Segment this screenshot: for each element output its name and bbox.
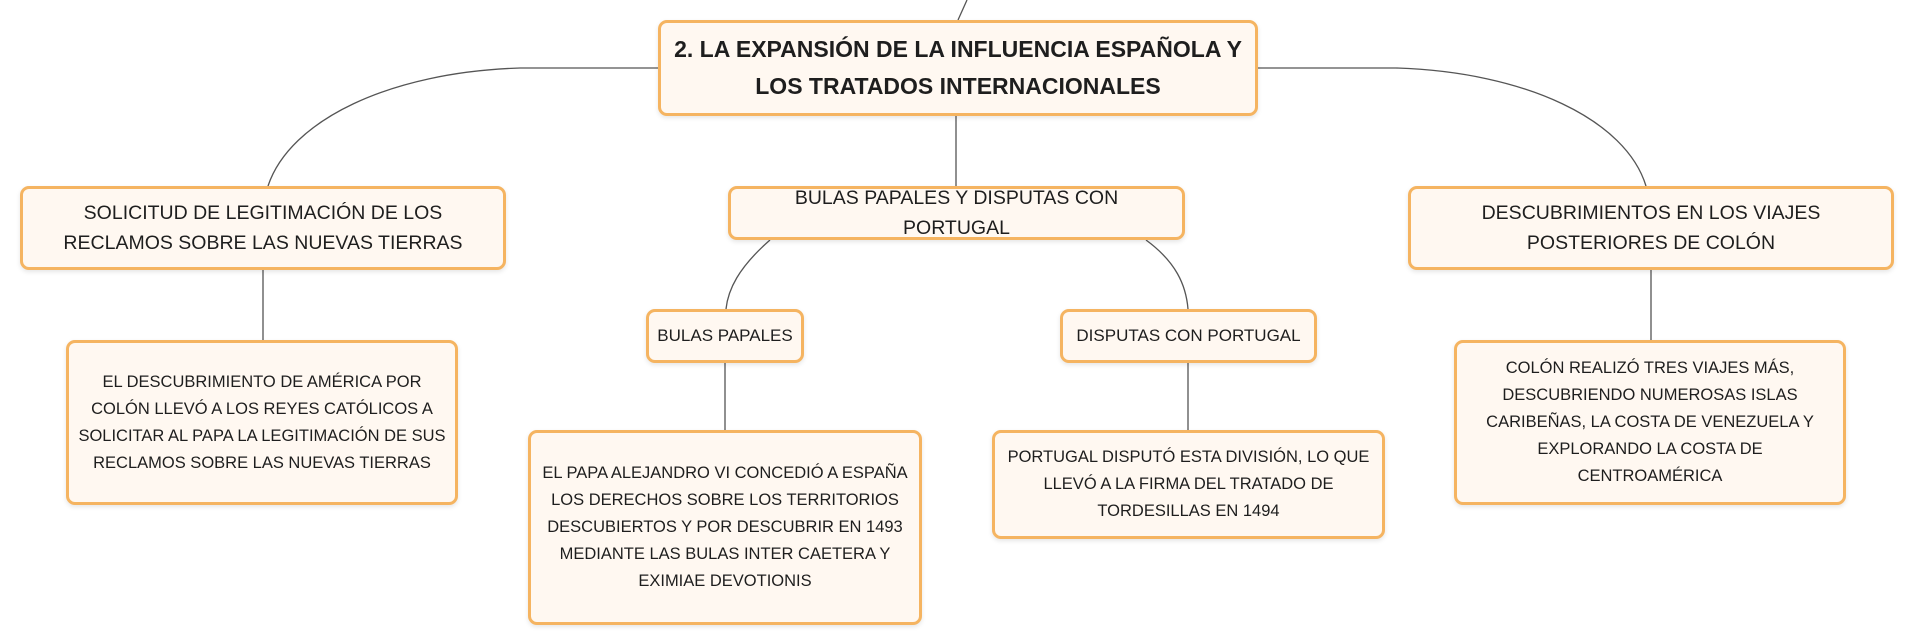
topic-legitimacion[interactable]: SOLICITUD DE LEGITIMACIÓN DE LOS RECLAMO… [20,186,506,270]
subtopic-label: DISPUTAS CON PORTUGAL [1076,326,1301,345]
detail-text: EL PAPA ALEJANDRO VI CONCEDIÓ A ESPAÑA L… [542,464,908,590]
topic-label: BULAS PAPALES Y DISPUTAS CON PORTUGAL [794,187,1119,239]
connector-topic-2-to-sub-2 [1145,239,1189,310]
root-topic-label: 2. LA EXPANSIÓN DE LA INFLUENCIA ESPAÑOL… [674,36,1242,99]
topic-label: SOLICITUD DE LEGITIMACIÓN DE LOS RECLAMO… [63,202,463,254]
subtopic-bulas-papales[interactable]: BULAS PAPALES [646,309,804,363]
root-topic[interactable]: 2. LA EXPANSIÓN DE LA INFLUENCIA ESPAÑOL… [658,20,1258,116]
connector-parent-to-root [957,0,968,21]
detail-text: COLÓN REALIZÓ TRES VIAJES MÁS, DESCUBRIE… [1486,359,1814,485]
detail-text: PORTUGAL DISPUTÓ ESTA DIVISIÓN, LO QUE L… [1007,448,1370,520]
detail-bulas-papales[interactable]: EL PAPA ALEJANDRO VI CONCEDIÓ A ESPAÑA L… [528,430,922,625]
detail-text: EL DESCUBRIMIENTO DE AMÉRICA POR COLÓN L… [78,372,446,472]
subtopic-label: BULAS PAPALES [657,326,793,345]
topic-bulas-y-disputas[interactable]: BULAS PAPALES Y DISPUTAS CON PORTUGAL [728,186,1185,240]
detail-disputas-portugal[interactable]: PORTUGAL DISPUTÓ ESTA DIVISIÓN, LO QUE L… [992,430,1385,539]
topic-viajes-posteriores[interactable]: DESCUBRIMIENTOS EN LOS VIAJES POSTERIORE… [1408,186,1894,270]
subtopic-disputas-portugal[interactable]: DISPUTAS CON PORTUGAL [1060,309,1317,363]
connector-topic-2-to-sub-1 [725,239,771,310]
topic-label: DESCUBRIMIENTOS EN LOS VIAJES POSTERIORE… [1481,202,1821,254]
connector-root-to-topic-1 [267,67,658,187]
detail-viajes-posteriores[interactable]: COLÓN REALIZÓ TRES VIAJES MÁS, DESCUBRIE… [1454,340,1846,505]
detail-legitimacion[interactable]: EL DESCUBRIMIENTO DE AMÉRICA POR COLÓN L… [66,340,458,505]
connector-root-to-topic-3 [1258,67,1647,187]
